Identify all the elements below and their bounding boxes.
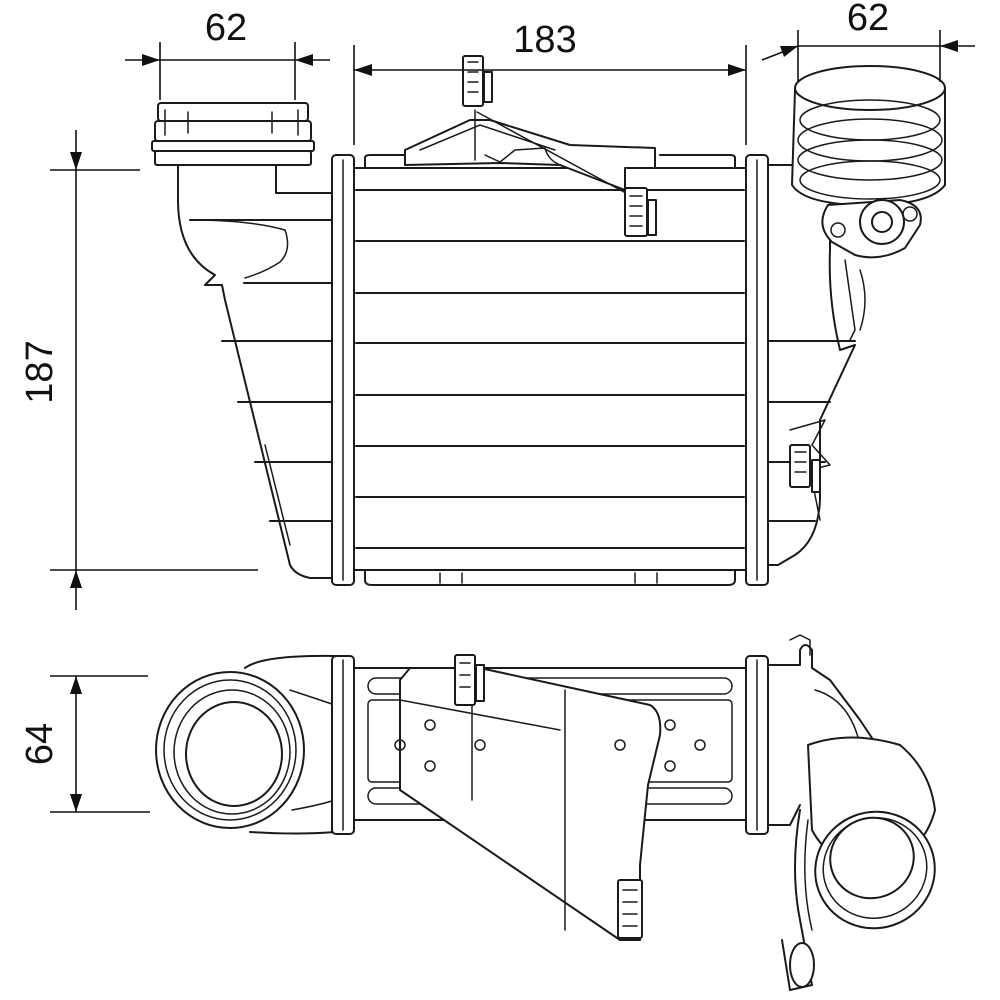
core: [353, 154, 747, 586]
dim-label-top-left: 62: [205, 7, 247, 49]
dim-label-top-right: 62: [847, 0, 889, 39]
right-outlet: [791, 65, 946, 259]
dim-label-core-width: 183: [513, 19, 576, 61]
left-tank: [177, 164, 336, 579]
right-tank: [767, 164, 866, 566]
dimension-lines: [50, 30, 975, 813]
left-inlet-neck: [151, 102, 315, 166]
dim-label-height: 187: [19, 340, 61, 403]
dim-label-depth: 64: [19, 723, 61, 765]
bottom-right-outlet: [767, 634, 936, 991]
bottom-left-inlet: [155, 654, 336, 835]
core-top: [353, 654, 747, 941]
top-view: [155, 634, 936, 991]
top-bracket: [404, 55, 657, 237]
front-view: [151, 55, 946, 586]
